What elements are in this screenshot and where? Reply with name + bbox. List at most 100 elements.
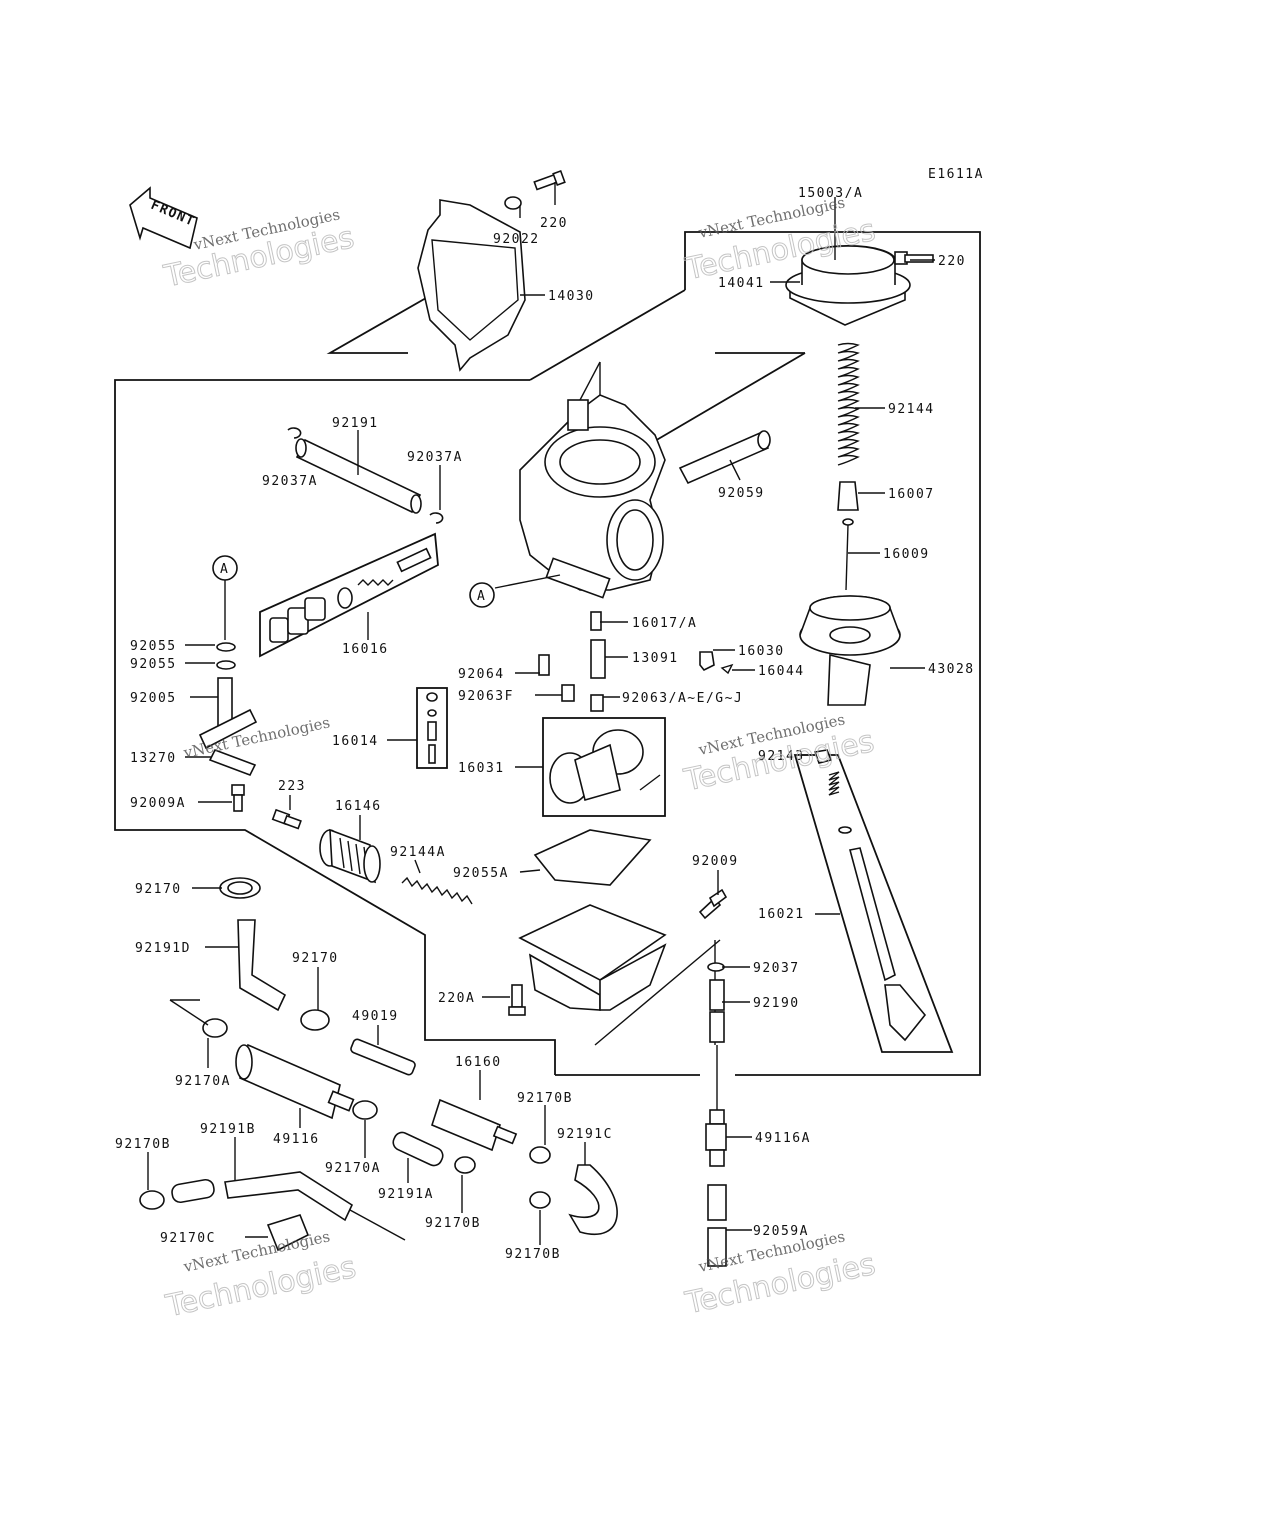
clip-92037A-right	[429, 512, 444, 524]
label-13270: 13270	[130, 751, 177, 766]
svg-text:A: A	[220, 562, 229, 577]
screw-92009A	[231, 784, 245, 812]
diaphragm-cover-14041	[785, 245, 911, 326]
label-92059A: 92059A	[753, 1224, 809, 1239]
label-92037A-right: 92037A	[407, 450, 463, 465]
part-labels: 15003/A 220 92022 220 14041 14030 92144 …	[115, 186, 975, 1262]
label-220-top: 220	[540, 216, 568, 231]
clip-16044	[720, 663, 734, 675]
carb-top-cover	[417, 199, 526, 372]
label-16017A: 16017/A	[632, 616, 697, 631]
callout-a-marker-left: A	[212, 555, 238, 640]
label-14041: 14041	[718, 276, 765, 291]
screw-223	[271, 808, 302, 830]
fitting-92005	[198, 677, 258, 750]
label-92170C: 92170C	[160, 1231, 216, 1246]
pilot-screw-16016	[269, 547, 432, 643]
main-jet-16014	[426, 692, 438, 764]
cap-16030	[699, 651, 715, 672]
gasket-92055A	[533, 829, 652, 886]
washer-92022	[504, 196, 522, 210]
screw-92009	[698, 888, 728, 920]
label-16044: 16044	[758, 664, 805, 679]
jet-92064	[538, 654, 550, 676]
pipe-49019	[350, 1038, 416, 1076]
hose-92191D	[237, 919, 287, 1012]
label-92170A-left: 92170A	[175, 1074, 231, 1089]
tube-92059	[678, 430, 771, 485]
label-92055-2: 92055	[130, 657, 177, 672]
clip-92170C	[266, 1214, 310, 1252]
label-92191: 92191	[332, 416, 379, 431]
label-92170B-far-left: 92170B	[115, 1137, 171, 1152]
jet-13091	[590, 639, 606, 679]
needle-jet-16017A	[590, 611, 602, 631]
carburetor-body	[519, 361, 666, 599]
label-15003A: 15003/A	[798, 186, 863, 201]
callout-a-marker-center: A	[469, 574, 561, 608]
label-92063AJ: 92063/A~E/G~J	[622, 691, 743, 706]
plug-92143	[813, 749, 833, 764]
watermarks: vNext Technologies Technologies vNext Te…	[160, 193, 879, 1325]
label-220-right: 220	[938, 254, 966, 269]
label-92191C: 92191C	[557, 1127, 613, 1142]
retainer-16007	[837, 481, 859, 511]
hose-92191A	[392, 1131, 444, 1167]
label-92063F: 92063F	[458, 689, 514, 704]
label-92037A-left: 92037A	[262, 474, 318, 489]
oring-92055-1	[216, 642, 236, 652]
vent-hose-assy	[705, 962, 727, 1267]
clamp-92170A-left	[202, 1018, 228, 1038]
label-92170A-mid: 92170A	[325, 1161, 381, 1176]
label-92009A: 92009A	[130, 796, 186, 811]
clamp-92170B-right	[529, 1146, 551, 1164]
label-16021: 16021	[758, 907, 805, 922]
clamp-92170B-mid	[454, 1156, 476, 1174]
clamp-92170	[300, 1009, 330, 1031]
screw-220-top	[533, 169, 566, 191]
label-92170B-lower: 92170B	[505, 1247, 561, 1262]
hose-92191B	[171, 1171, 354, 1222]
label-16016: 16016	[342, 642, 389, 657]
tube-92191	[295, 438, 422, 514]
starter-assembly-16021	[828, 771, 927, 1042]
front-arrow-icon: FRONT	[129, 186, 198, 250]
label-16009: 16009	[883, 547, 930, 562]
label-49019: 49019	[352, 1009, 399, 1024]
label-92191A: 92191A	[378, 1187, 434, 1202]
clip-92037A-left	[287, 427, 302, 439]
label-92191D: 92191D	[135, 941, 191, 956]
label-92191B: 92191B	[200, 1122, 256, 1137]
spring-92144A	[401, 876, 473, 905]
hose-92191C	[568, 1164, 618, 1235]
label-92005: 92005	[130, 691, 177, 706]
jet-needle-16009	[842, 518, 854, 591]
label-92055A: 92055A	[453, 866, 509, 881]
filter-16160	[431, 1098, 518, 1152]
diagram-code: E1611A	[928, 167, 984, 182]
label-49116A: 49116A	[755, 1131, 811, 1146]
jet-92063F	[561, 684, 575, 702]
label-92170B-right: 92170B	[517, 1091, 573, 1106]
label-14030: 14030	[548, 289, 595, 304]
float-bowl	[518, 904, 667, 1011]
clamp-92170-top	[219, 877, 261, 899]
label-92143: 92143	[758, 749, 805, 764]
label-92170: 92170	[292, 951, 339, 966]
label-92144: 92144	[888, 402, 935, 417]
label-16014: 16014	[332, 734, 379, 749]
label-92170B-mid: 92170B	[425, 1216, 481, 1231]
spring-92144	[837, 342, 860, 466]
label-16030: 16030	[738, 644, 785, 659]
label-92064: 92064	[458, 667, 505, 682]
label-92170-top: 92170	[135, 882, 182, 897]
label-16007: 16007	[888, 487, 935, 502]
label-92190: 92190	[753, 996, 800, 1011]
clamp-92170B-lower	[529, 1191, 551, 1209]
label-92009: 92009	[692, 854, 739, 869]
label-13091: 13091	[632, 651, 679, 666]
label-92059: 92059	[718, 486, 765, 501]
label-43028: 43028	[928, 662, 975, 677]
label-92037: 92037	[753, 961, 800, 976]
